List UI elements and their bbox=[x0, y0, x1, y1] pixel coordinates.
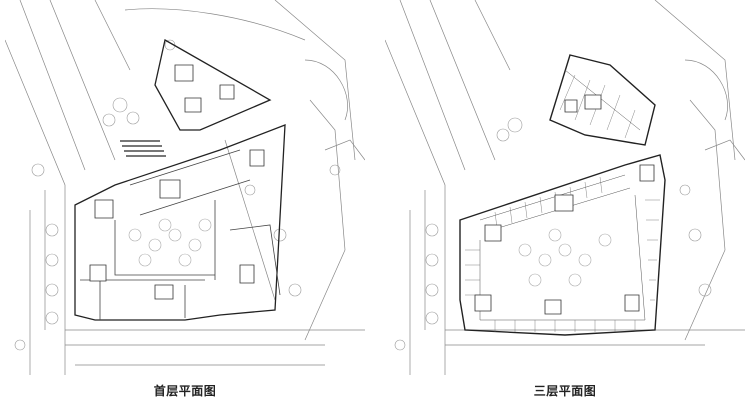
corridor-line bbox=[565, 70, 640, 130]
road-curve-line bbox=[685, 60, 728, 120]
courtyard-trees-group bbox=[519, 229, 611, 286]
road-edge-line bbox=[705, 140, 745, 160]
parking-lot-group bbox=[120, 140, 166, 157]
inner-wall bbox=[130, 150, 240, 185]
road-curve-line bbox=[125, 9, 305, 40]
road-edge-line bbox=[430, 0, 495, 160]
third-floor-plan-panel: 三层平面图 bbox=[385, 0, 745, 403]
courtyard-trees-group bbox=[129, 219, 211, 266]
inner-wall bbox=[115, 220, 215, 275]
road-edge-line bbox=[50, 0, 115, 160]
road-edge-line bbox=[400, 0, 465, 170]
inner-wall bbox=[140, 180, 250, 215]
main-wing-outline bbox=[460, 155, 665, 335]
north-wing-outline bbox=[550, 55, 655, 145]
road-edge-line bbox=[305, 100, 345, 340]
road-edge-line bbox=[275, 0, 355, 160]
trees-group bbox=[395, 118, 711, 350]
third-floor-plan-caption: 三层平面图 bbox=[533, 384, 597, 398]
north-building-outline bbox=[155, 40, 270, 130]
corridor-line bbox=[480, 175, 625, 220]
ground-floor-plan-panel: 首层平面图 bbox=[5, 0, 365, 403]
ground-floor-site-plan bbox=[5, 0, 365, 375]
main-building-outline bbox=[75, 125, 285, 320]
road-edge-line bbox=[685, 100, 725, 340]
road-edge-line bbox=[655, 0, 735, 160]
ground-floor-plan-caption: 首层平面图 bbox=[153, 384, 217, 398]
road-edge-line bbox=[385, 40, 445, 375]
road-edge-line bbox=[20, 0, 85, 170]
corridor-line bbox=[635, 195, 645, 320]
road-edge-line bbox=[95, 0, 130, 70]
site-boundary-line bbox=[225, 140, 275, 300]
third-floor-site-plan bbox=[385, 0, 745, 375]
stair-cores-group bbox=[475, 95, 654, 314]
corridor-line bbox=[480, 240, 645, 320]
road-edge-line bbox=[5, 40, 65, 375]
road-curve-line bbox=[305, 60, 348, 120]
inner-wall bbox=[230, 225, 280, 295]
road-edge-line bbox=[325, 140, 365, 160]
road-edge-line bbox=[475, 0, 510, 70]
trees-group bbox=[15, 40, 340, 350]
stair-cores-group bbox=[90, 65, 264, 299]
